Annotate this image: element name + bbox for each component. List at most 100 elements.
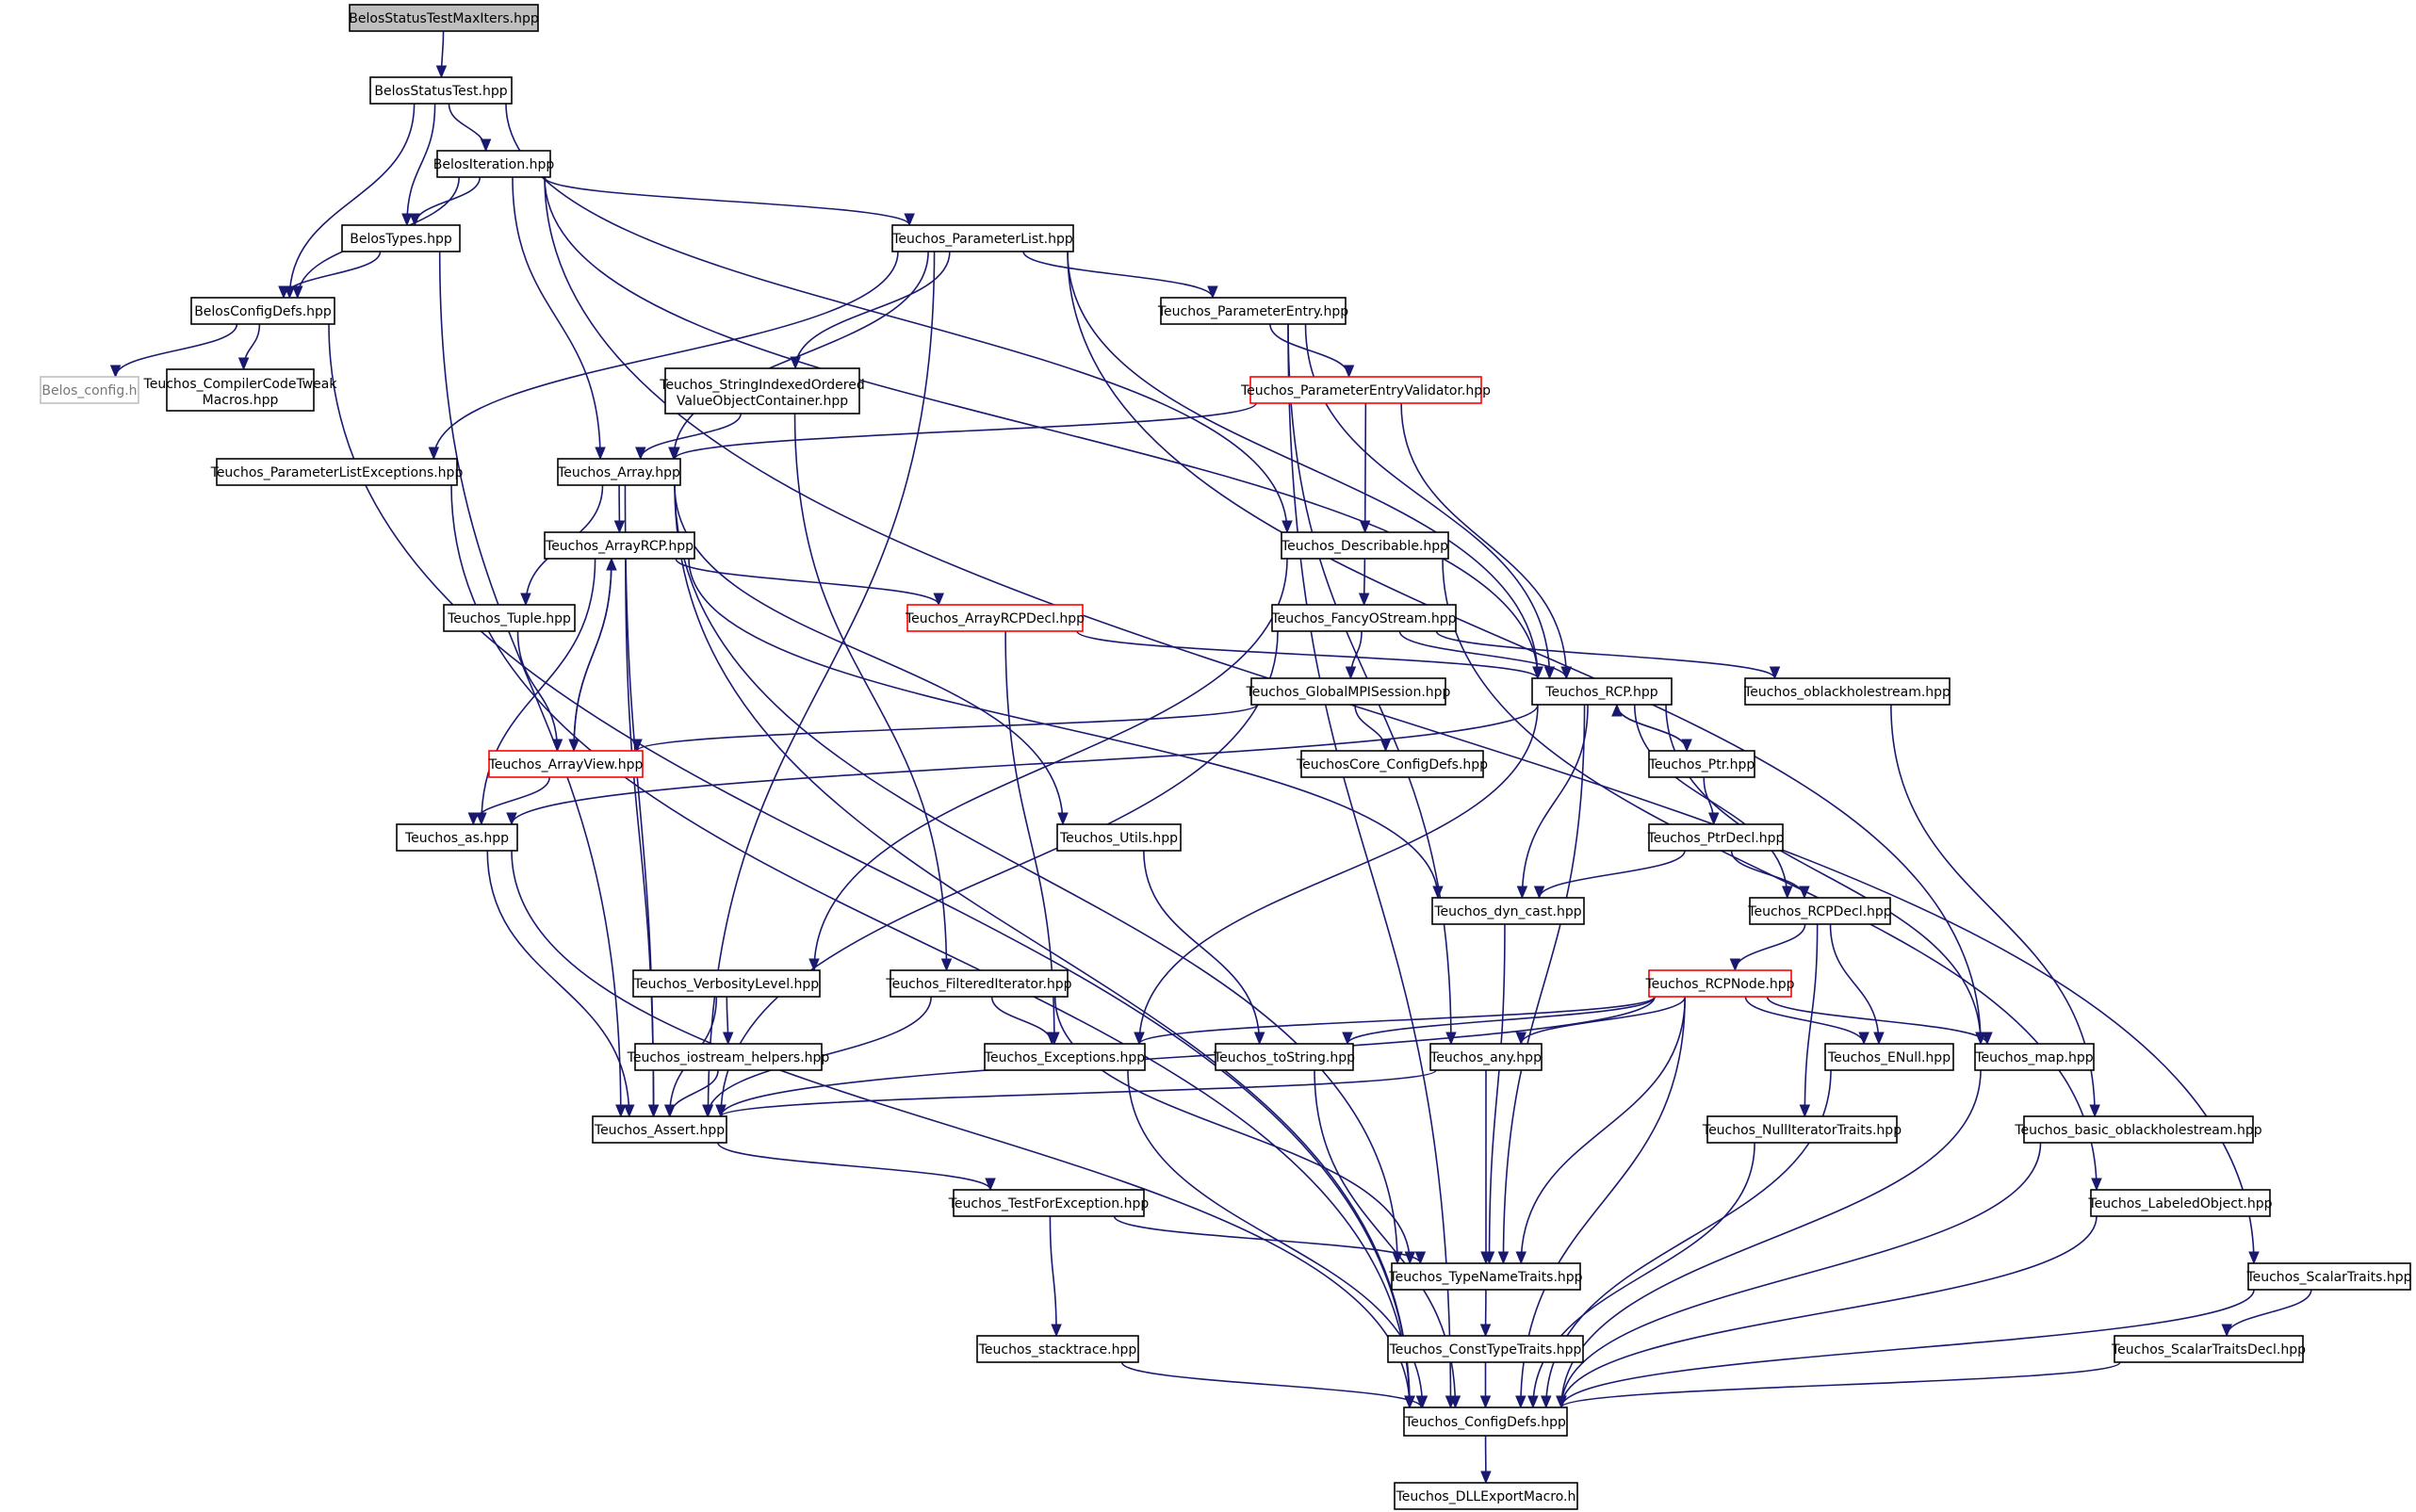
node-fancyostream[interactable]: Teuchos_FancyOStream.hpp — [1270, 604, 1457, 632]
node-box-arrayrcpdecl[interactable] — [906, 604, 1084, 632]
node-box-ptr[interactable] — [1648, 750, 1755, 778]
node-ptr[interactable]: Teuchos_Ptr.hpp — [1648, 750, 1755, 778]
node-box-tconfigdefs[interactable] — [1403, 1406, 1568, 1437]
node-tostring[interactable]: Teuchos_toString.hpp — [1213, 1043, 1355, 1071]
node-box-strindexed[interactable] — [664, 367, 860, 415]
node-box-enull[interactable] — [1824, 1043, 1954, 1071]
node-paramlist[interactable]: Teuchos_ParameterList.hpp — [891, 224, 1074, 252]
node-rcpdecl[interactable]: Teuchos_RCPDecl.hpp — [1747, 897, 1892, 925]
node-box-map[interactable] — [1974, 1043, 2095, 1071]
node-array[interactable]: Teuchos_Array.hpp — [557, 458, 681, 486]
node-box-stacktrace[interactable] — [976, 1335, 1139, 1363]
node-box-scalartraitsdecl[interactable] — [2114, 1335, 2304, 1363]
node-nulliter[interactable]: Teuchos_NullIteratorTraits.hpp — [1702, 1115, 1902, 1144]
node-labeledobj[interactable]: Teuchos_LabeledObject.hpp — [2087, 1189, 2273, 1217]
node-box-rcpdecl[interactable] — [1749, 897, 1891, 925]
node-enull[interactable]: Teuchos_ENull.hpp — [1824, 1043, 1954, 1071]
node-box-plexceptions[interactable] — [216, 458, 458, 486]
node-oblackhole[interactable]: Teuchos_oblackholestream.hpp — [1743, 677, 1951, 706]
node-stacktrace[interactable]: Teuchos_stacktrace.hpp — [976, 1335, 1139, 1363]
node-box-types[interactable] — [341, 224, 461, 252]
node-coreconfig[interactable]: TeuchosCore_ConfigDefs.hpp — [1296, 750, 1488, 778]
node-statustest[interactable]: BelosStatusTest.hpp — [369, 76, 513, 105]
node-box-dllexport[interactable] — [1394, 1482, 1578, 1510]
node-any[interactable]: Teuchos_any.hpp — [1429, 1043, 1543, 1071]
node-box-arrayview[interactable] — [488, 750, 644, 778]
node-box-pevalidator[interactable] — [1249, 376, 1482, 404]
node-box-oblackhole[interactable] — [1744, 677, 1951, 706]
node-globalmpi[interactable]: Teuchos_GlobalMPISession.hpp — [1246, 677, 1451, 706]
node-box-fancyostream[interactable] — [1271, 604, 1457, 632]
node-configdefs[interactable]: BelosConfigDefs.hpp — [190, 297, 335, 325]
node-box-ptrdecl[interactable] — [1648, 823, 1784, 852]
node-iteration[interactable]: BelosIteration.hpp — [433, 150, 555, 178]
node-box-testforexc[interactable] — [953, 1189, 1145, 1217]
node-paramentry[interactable]: Teuchos_ParameterEntry.hpp — [1157, 297, 1348, 325]
node-rcp[interactable]: Teuchos_RCP.hpp — [1531, 677, 1673, 706]
node-scalartraits[interactable]: Teuchos_ScalarTraits.hpp — [2245, 1262, 2412, 1291]
node-arrayrcp[interactable]: Teuchos_ArrayRCP.hpp — [544, 531, 695, 560]
node-box-coreconfig[interactable] — [1300, 750, 1484, 778]
node-box-dyncast[interactable] — [1431, 897, 1585, 925]
node-box-compilercode[interactable] — [166, 368, 315, 412]
node-belosconfig[interactable]: Belos_config.h — [40, 376, 139, 404]
node-box-tostring[interactable] — [1215, 1043, 1354, 1071]
node-arrayrcpdecl[interactable]: Teuchos_ArrayRCPDecl.hpp — [905, 604, 1085, 632]
node-box-tuple[interactable] — [443, 604, 576, 632]
node-box-utils[interactable] — [1056, 823, 1182, 852]
node-tuple[interactable]: Teuchos_Tuple.hpp — [443, 604, 576, 632]
node-strindexed[interactable]: Teuchos_StringIndexedOrderedValueObjectC… — [659, 367, 865, 415]
node-typenametraits[interactable]: Teuchos_TypeNameTraits.hpp — [1388, 1262, 1583, 1291]
node-box-iohelpers[interactable] — [634, 1043, 823, 1071]
node-box-rcpnode[interactable] — [1648, 969, 1792, 998]
node-consttype[interactable]: Teuchos_ConstTypeTraits.hpp — [1387, 1335, 1584, 1363]
node-exceptions[interactable]: Teuchos_Exceptions.hpp — [984, 1043, 1146, 1071]
node-scalartraitsdecl[interactable]: Teuchos_ScalarTraitsDecl.hpp — [2111, 1335, 2306, 1363]
node-box-consttype[interactable] — [1387, 1335, 1584, 1363]
node-testforexc[interactable]: Teuchos_TestForException.hpp — [948, 1189, 1150, 1217]
node-dllexport[interactable]: Teuchos_DLLExportMacro.h — [1394, 1482, 1578, 1510]
node-box-verbosity[interactable] — [632, 969, 821, 998]
node-map[interactable]: Teuchos_map.hpp — [1974, 1043, 2095, 1071]
node-box-arrayrcp[interactable] — [544, 531, 695, 560]
node-verbosity[interactable]: Teuchos_VerbosityLevel.hpp — [632, 969, 821, 998]
node-box-paramentry[interactable] — [1160, 297, 1347, 325]
node-box-iteration[interactable] — [436, 150, 551, 178]
node-pevalidator[interactable]: Teuchos_ParameterEntryValidator.hpp — [1240, 376, 1491, 404]
node-utils[interactable]: Teuchos_Utils.hpp — [1056, 823, 1182, 852]
node-arrayview[interactable]: Teuchos_ArrayView.hpp — [488, 750, 644, 778]
node-ptrdecl[interactable]: Teuchos_PtrDecl.hpp — [1647, 823, 1785, 852]
node-box-filtered[interactable] — [890, 969, 1069, 998]
node-rcpnode[interactable]: Teuchos_RCPNode.hpp — [1645, 969, 1795, 998]
node-box-labeledobj[interactable] — [2090, 1189, 2271, 1217]
node-assert[interactable]: Teuchos_Assert.hpp — [592, 1115, 727, 1144]
node-box-exceptions[interactable] — [984, 1043, 1146, 1071]
node-box-globalmpi[interactable] — [1250, 677, 1446, 706]
node-box-describable[interactable] — [1281, 531, 1449, 560]
node-box-rcp[interactable] — [1531, 677, 1673, 706]
node-box-configdefs[interactable] — [190, 297, 335, 325]
node-types[interactable]: BelosTypes.hpp — [341, 224, 461, 252]
node-box-as[interactable] — [396, 823, 518, 852]
node-iohelpers[interactable]: Teuchos_iostream_helpers.hpp — [627, 1043, 830, 1071]
node-root[interactable]: BelosStatusTestMaxIters.hpp — [349, 4, 539, 32]
node-dyncast[interactable]: Teuchos_dyn_cast.hpp — [1431, 897, 1585, 925]
node-box-nulliter[interactable] — [1706, 1115, 1898, 1144]
node-box-any[interactable] — [1429, 1043, 1543, 1071]
node-box-belosconfig[interactable] — [40, 376, 139, 404]
node-plexceptions[interactable]: Teuchos_ParameterListExceptions.hpp — [210, 458, 464, 486]
node-box-root[interactable] — [349, 4, 539, 32]
node-filtered[interactable]: Teuchos_FilteredIterator.hpp — [885, 969, 1072, 998]
node-box-scalartraits[interactable] — [2247, 1262, 2411, 1291]
node-describable[interactable]: Teuchos_Describable.hpp — [1281, 531, 1449, 560]
node-as[interactable]: Teuchos_as.hpp — [396, 823, 518, 852]
node-basicblackhole[interactable]: Teuchos_basic_oblackholestream.hpp — [2014, 1115, 2262, 1144]
node-box-array[interactable] — [557, 458, 681, 486]
node-box-paramlist[interactable] — [891, 224, 1074, 252]
node-box-assert[interactable] — [592, 1115, 727, 1144]
node-tconfigdefs[interactable]: Teuchos_ConfigDefs.hpp — [1403, 1406, 1568, 1437]
node-box-typenametraits[interactable] — [1391, 1262, 1581, 1291]
node-box-basicblackhole[interactable] — [2023, 1115, 2254, 1144]
node-box-statustest[interactable] — [369, 76, 513, 105]
